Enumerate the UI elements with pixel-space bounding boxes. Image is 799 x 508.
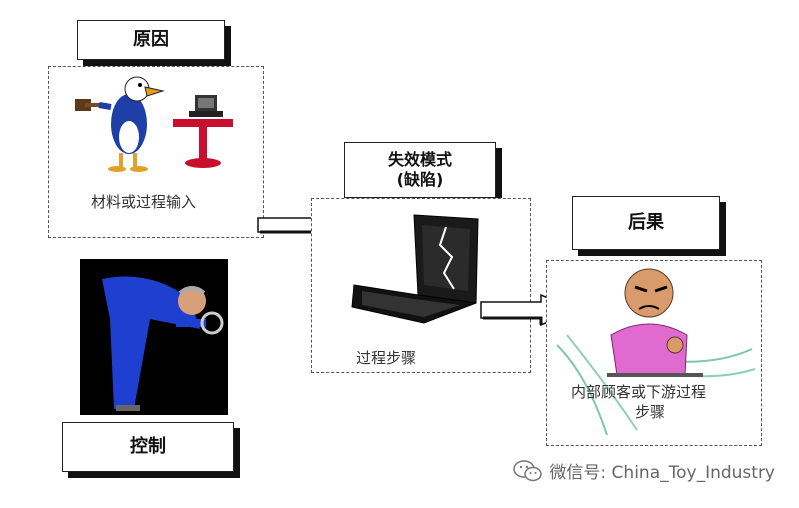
consequence-header-label: 后果 — [628, 211, 664, 233]
control-header: 控制 — [62, 422, 234, 472]
consequence-caption-line1: 内部顾客或下游过程 — [571, 383, 707, 401]
failure-mode-header: 失效模式 (缺陷) — [344, 142, 496, 198]
duck-hammer-illustration — [75, 76, 165, 172]
cause-header: 原因 — [77, 20, 225, 60]
failure-mode-caption: 过程步骤 — [356, 349, 417, 367]
consequence-caption-line2: 步骤 — [635, 403, 666, 421]
broken-laptop-illustration — [351, 214, 479, 324]
wechat-icon — [513, 459, 543, 481]
consequence-box: 内部顾客或下游过程 步骤 — [546, 260, 762, 446]
cause-header-label: 原因 — [133, 28, 169, 50]
cause-caption: 材料或过程输入 — [91, 193, 197, 211]
failure-mode-header-line2: (缺陷) — [396, 170, 444, 189]
consequence-header: 后果 — [572, 196, 720, 250]
watermark-text: 微信号: China_Toy_Industry — [549, 463, 775, 483]
angry-man-illustration — [556, 268, 756, 435]
computer-table-illustration — [173, 95, 233, 168]
control-header-label: 控制 — [130, 435, 166, 457]
inspector-illustration — [80, 259, 228, 415]
failure-mode-header-line1: 失效模式 — [387, 150, 452, 169]
watermark: 微信号: China_Toy_Industry — [513, 458, 775, 483]
cause-box: 材料或过程输入 — [48, 66, 264, 238]
failure-mode-box: 过程步骤 — [311, 198, 531, 373]
